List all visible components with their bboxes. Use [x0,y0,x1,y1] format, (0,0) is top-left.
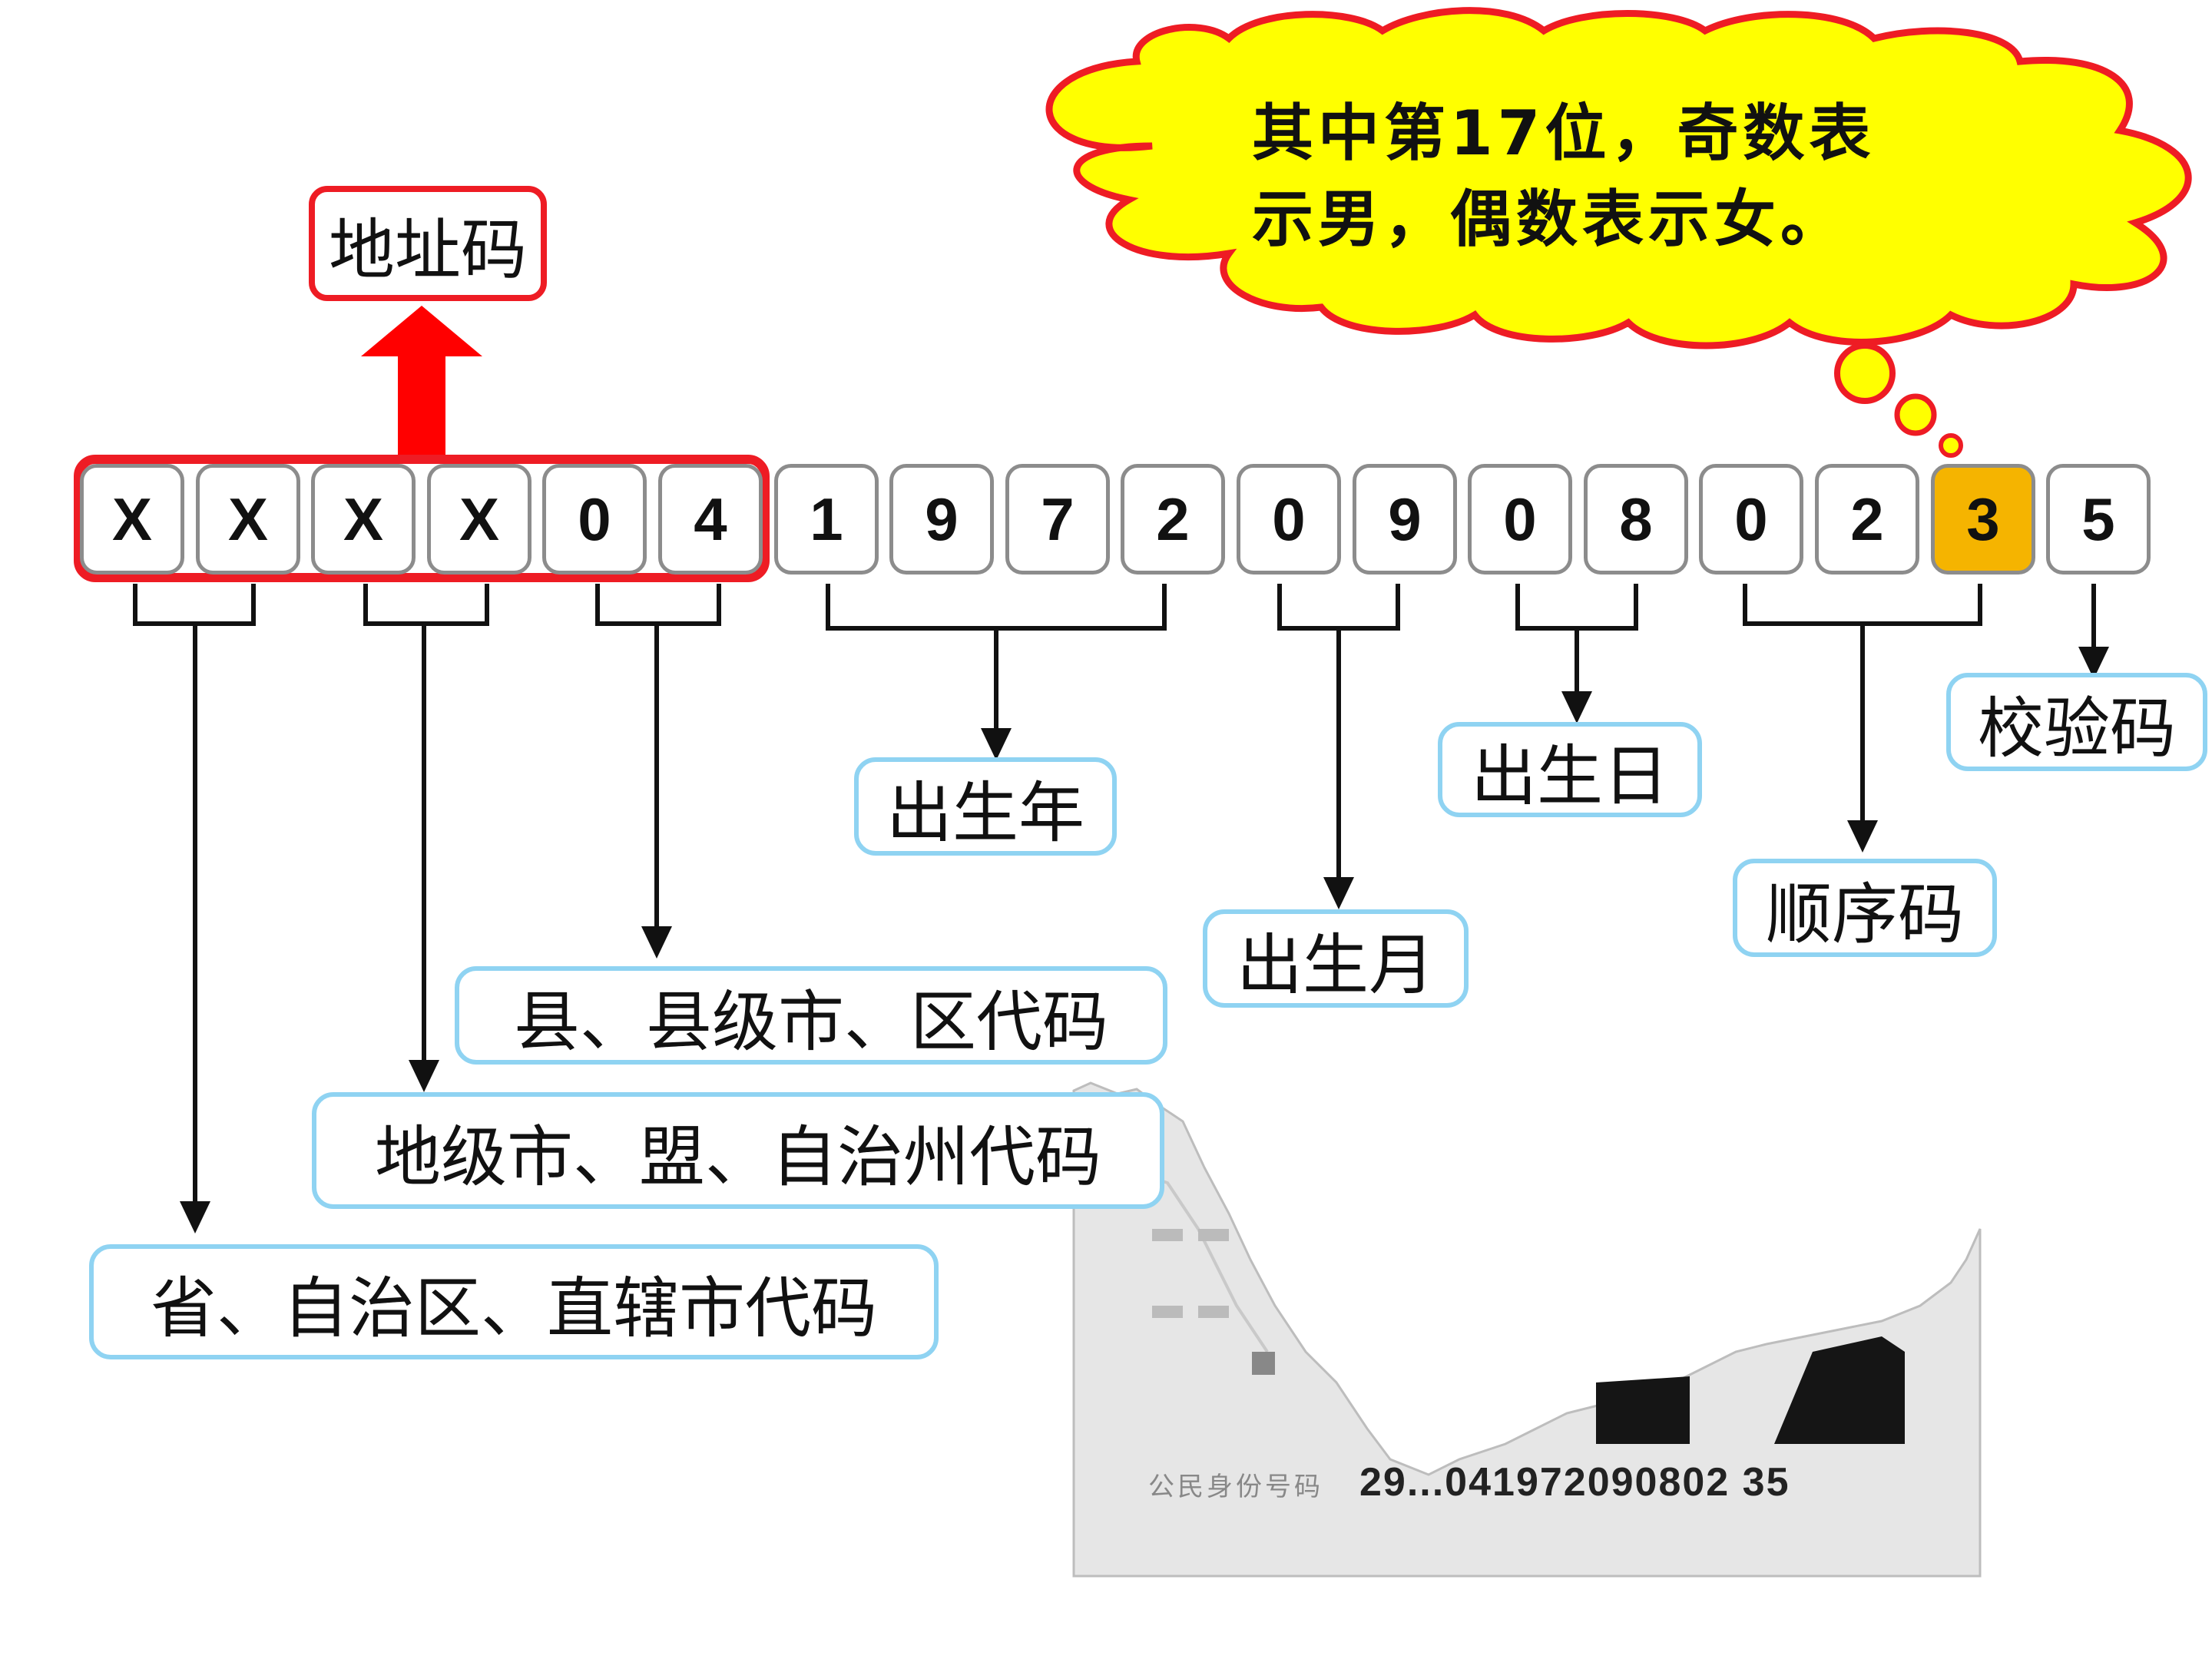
address-code-label: 地址码 [309,186,547,301]
digit-box-3: X [311,464,416,575]
digit-box-18: 5 [2046,464,2151,575]
bracket-province [133,584,256,626]
bracket-year [826,584,1167,631]
birth-day-label: 出生日 [1438,722,1702,817]
brackets [133,584,1982,631]
gender-note-line2: 示男，偶数表示女。 [1252,184,1846,255]
digit-box-15: 0 [1699,464,1803,575]
id-card-caption: 公民身份号码 [1148,1472,1323,1502]
arrow-heads [180,647,2109,1233]
bracket-prefecture [363,584,489,626]
digit-box-1: X [80,464,184,575]
digit-box-13: 0 [1468,464,1572,575]
address-code-frame [74,455,770,582]
digit-box-2: X [196,464,300,575]
digit-box-12: 9 [1353,464,1457,575]
digit-box-16: 2 [1815,464,1919,575]
province-code-label: 省、自治区、直辖市代码 [89,1244,939,1359]
digit-box-9: 7 [1005,464,1110,575]
prefecture-code-label: 地级市、盟、自治州代码 [312,1092,1164,1209]
birth-year-label: 出生年 [854,757,1117,856]
digit-box-10: 2 [1121,464,1225,575]
digit-box-6: 4 [658,464,763,575]
id-card-image [1072,1081,1982,1578]
address-up-arrow [361,306,482,456]
digit-box-14: 8 [1584,464,1688,575]
digit-box-11: 0 [1237,464,1341,575]
gender-note: 其中第17位，奇数表 示男，偶数表示女。 [1252,91,1943,263]
thought-bubble [1045,7,2192,458]
digit-box-17: 3 [1931,464,2035,575]
birth-month-label: 出生月 [1203,909,1469,1008]
bracket-day [1515,584,1638,631]
bracket-sequence [1743,584,1982,626]
checksum-label: 校验码 [1946,673,2207,771]
digit-box-7: 1 [774,464,879,575]
digit-box-8: 9 [889,464,994,575]
bracket-county [595,584,721,626]
id-card-number: 29...041972090802 35 [1359,1460,1790,1505]
connector-lines [193,584,2096,1207]
sequence-code-label: 顺序码 [1733,859,1997,957]
county-code-label: 县、县级市、区代码 [455,966,1167,1065]
bracket-month [1277,584,1400,631]
digit-box-4: X [427,464,531,575]
digit-box-5: 0 [542,464,647,575]
gender-note-line1: 其中第17位，奇数表 [1252,98,1876,169]
